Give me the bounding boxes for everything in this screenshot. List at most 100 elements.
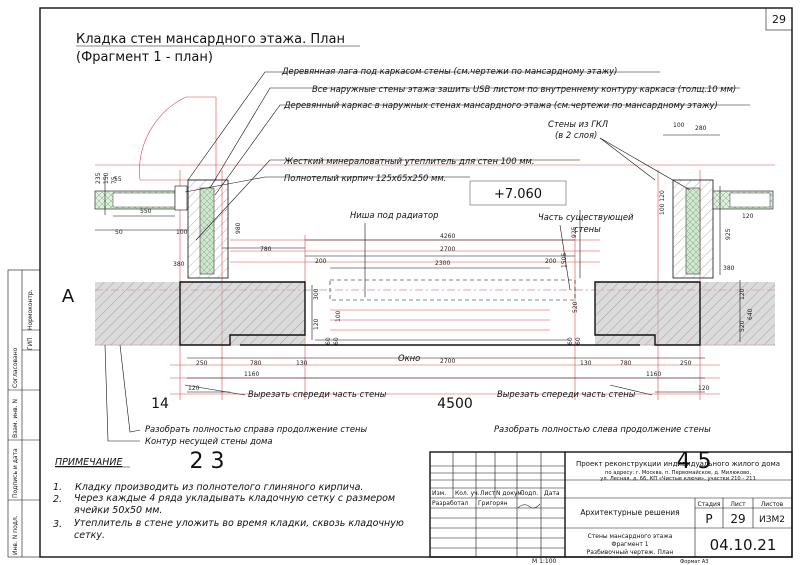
note-insulation: Жесткий минераловатный утеплитель для ст… — [283, 156, 535, 166]
svg-text:3.: 3. — [53, 519, 62, 530]
svg-text:120: 120 — [742, 213, 754, 220]
sheet-number: 29 — [772, 13, 786, 26]
svg-text:60: 60 — [575, 337, 582, 345]
level-mark-box — [469, 180, 567, 206]
svg-text:780: 780 — [260, 246, 272, 253]
svg-text:250: 250 — [196, 360, 208, 367]
axis-label-4-5: 4 5 — [677, 449, 712, 474]
svg-text:Инв. N подл.: Инв. N подл. — [12, 515, 19, 555]
stage-value: Р — [705, 512, 712, 526]
note-wood-frame: Деревянный каркас в наружных стенах манс… — [283, 100, 718, 110]
svg-text:100 120: 100 120 — [659, 190, 666, 215]
note-item-3: Утеплитель в стене уложить во время клад… — [74, 518, 404, 541]
svg-text:55: 55 — [114, 176, 122, 183]
scale-label: М 1:100 — [532, 558, 557, 565]
svg-text:Нормоконтр.: Нормоконтр. — [27, 289, 34, 330]
svg-text:Григорян: Григорян — [478, 500, 508, 507]
svg-text:100: 100 — [673, 122, 685, 129]
svg-text:ул. Лесная, д. 66, КП «Чистые: ул. Лесная, д. 66, КП «Чистые ключи», уч… — [600, 476, 756, 482]
svg-text:4260: 4260 — [440, 233, 455, 240]
svg-text:235: 235 — [95, 172, 102, 184]
insulation-right — [686, 188, 700, 274]
date-value: 04.10.21 — [710, 536, 777, 554]
format-label: Формат А3 — [680, 559, 708, 565]
note-gkl-walls: Стены из ГКЛ — [548, 119, 609, 129]
svg-text:780: 780 — [620, 360, 632, 367]
svg-text:1160: 1160 — [244, 371, 259, 378]
svg-text:60: 60 — [567, 337, 574, 345]
svg-text:Разработал: Разработал — [432, 500, 469, 507]
svg-text:50: 50 — [115, 229, 123, 236]
signature — [517, 503, 541, 509]
svg-text:120: 120 — [313, 318, 320, 330]
svg-text:Взам. инв. N: Взам. инв. N — [12, 399, 19, 438]
axis-label-a: А — [62, 286, 75, 307]
svg-text:280: 280 — [695, 125, 707, 132]
note-wood-joist: Деревянная лага под каркасом стены (см.ч… — [281, 66, 617, 76]
svg-text:1505: 1505 — [561, 253, 568, 268]
svg-text:550: 550 — [140, 208, 152, 215]
svg-text:1.: 1. — [53, 482, 62, 493]
axis-label-2-3: 2 3 — [190, 449, 225, 474]
svg-text:Листов: Листов — [761, 501, 784, 508]
svg-text:Подпись и дата: Подпись и дата — [12, 448, 19, 498]
note-bearing-wall-contour: Контур несущей стены дома — [145, 436, 272, 446]
svg-text:стены: стены — [574, 224, 601, 234]
svg-text:Изм.: Изм. — [432, 490, 446, 497]
svg-text:120: 120 — [698, 385, 710, 392]
svg-text:14: 14 — [151, 396, 169, 412]
svg-text:60: 60 — [333, 337, 340, 345]
svg-text:4500: 4500 — [437, 396, 473, 412]
wall-right-outline — [594, 281, 701, 346]
svg-text:520: 520 — [572, 301, 579, 313]
note-item-1: Кладку производить из полнотелого глинян… — [75, 482, 363, 493]
svg-text:Кол. уч.: Кол. уч. — [455, 490, 480, 497]
note-dismantle-left: Разобрать полностью слева продолжение ст… — [494, 424, 711, 434]
svg-text:780: 780 — [250, 360, 262, 367]
svg-text:ГИП: ГИП — [27, 337, 34, 350]
svg-text:Лист: Лист — [730, 501, 746, 508]
side-stamp: Согласовано ГИП Нормоконтр. Взам. инв. N… — [7, 269, 41, 558]
svg-text:925: 925 — [725, 228, 732, 240]
svg-text:380: 380 — [723, 265, 735, 272]
svg-text:N докум.: N докум. — [496, 490, 524, 497]
svg-text:(в 2 слоя): (в 2 слоя) — [555, 130, 597, 140]
note-dismantle-right: Разобрать полностью справа продолжение с… — [145, 424, 368, 434]
note-usb-sheathing: Все наружные стены этажа зашить USB лист… — [312, 84, 736, 94]
note-window: Окно — [398, 353, 420, 363]
radiator-niche — [329, 279, 576, 301]
svg-text:120: 120 — [188, 385, 200, 392]
sheet-number-box — [765, 7, 793, 31]
svg-text:250: 250 — [680, 360, 692, 367]
wall-left-outline — [179, 281, 306, 346]
svg-text:130: 130 — [296, 360, 308, 367]
svg-text:1160: 1160 — [646, 371, 661, 378]
drawing-subtitle: (Фрагмент 1 - план) — [76, 50, 213, 65]
svg-text:640: 640 — [747, 308, 754, 320]
note-brick: Полнотелый кирпич 125х65х250 мм. — [284, 173, 446, 183]
svg-text:75: 75 — [111, 176, 118, 184]
svg-text:150: 150 — [103, 172, 110, 184]
svg-text:Разбивочный чертеж. План: Разбивочный чертеж. План — [587, 549, 674, 556]
svg-text:2.: 2. — [53, 494, 62, 505]
note-item-2: Через каждые 4 ряда укладывать кладочную… — [74, 493, 396, 516]
svg-text:100: 100 — [335, 310, 342, 322]
svg-text:2700: 2700 — [440, 358, 455, 365]
svg-text:2300: 2300 — [435, 260, 450, 267]
note-cut-left: Вырезать спереди часть стены — [248, 389, 387, 399]
svg-text:200: 200 — [315, 258, 327, 265]
svg-text:Стены мансардного этажа: Стены мансардного этажа — [588, 533, 673, 540]
svg-text:Подп.: Подп. — [520, 490, 538, 497]
note-existing-wall: Часть существующей — [538, 212, 634, 222]
svg-text:100: 100 — [176, 229, 188, 236]
sheets-value: ИЗМ2 — [759, 515, 785, 525]
svg-text:520: 520 — [739, 320, 746, 332]
notes-heading: ПРИМЕЧАНИЕ — [55, 457, 122, 468]
svg-text:Лист: Лист — [480, 490, 496, 497]
svg-text:Фрагмент 1: Фрагмент 1 — [611, 541, 648, 548]
note-cut-right: Вырезать спереди часть стены — [497, 389, 636, 399]
svg-text:по адресу: г. Москва, п. Перв: по адресу: г. Москва, п. Первомайское, д… — [605, 469, 751, 476]
door-swing-arc — [139, 96, 187, 181]
